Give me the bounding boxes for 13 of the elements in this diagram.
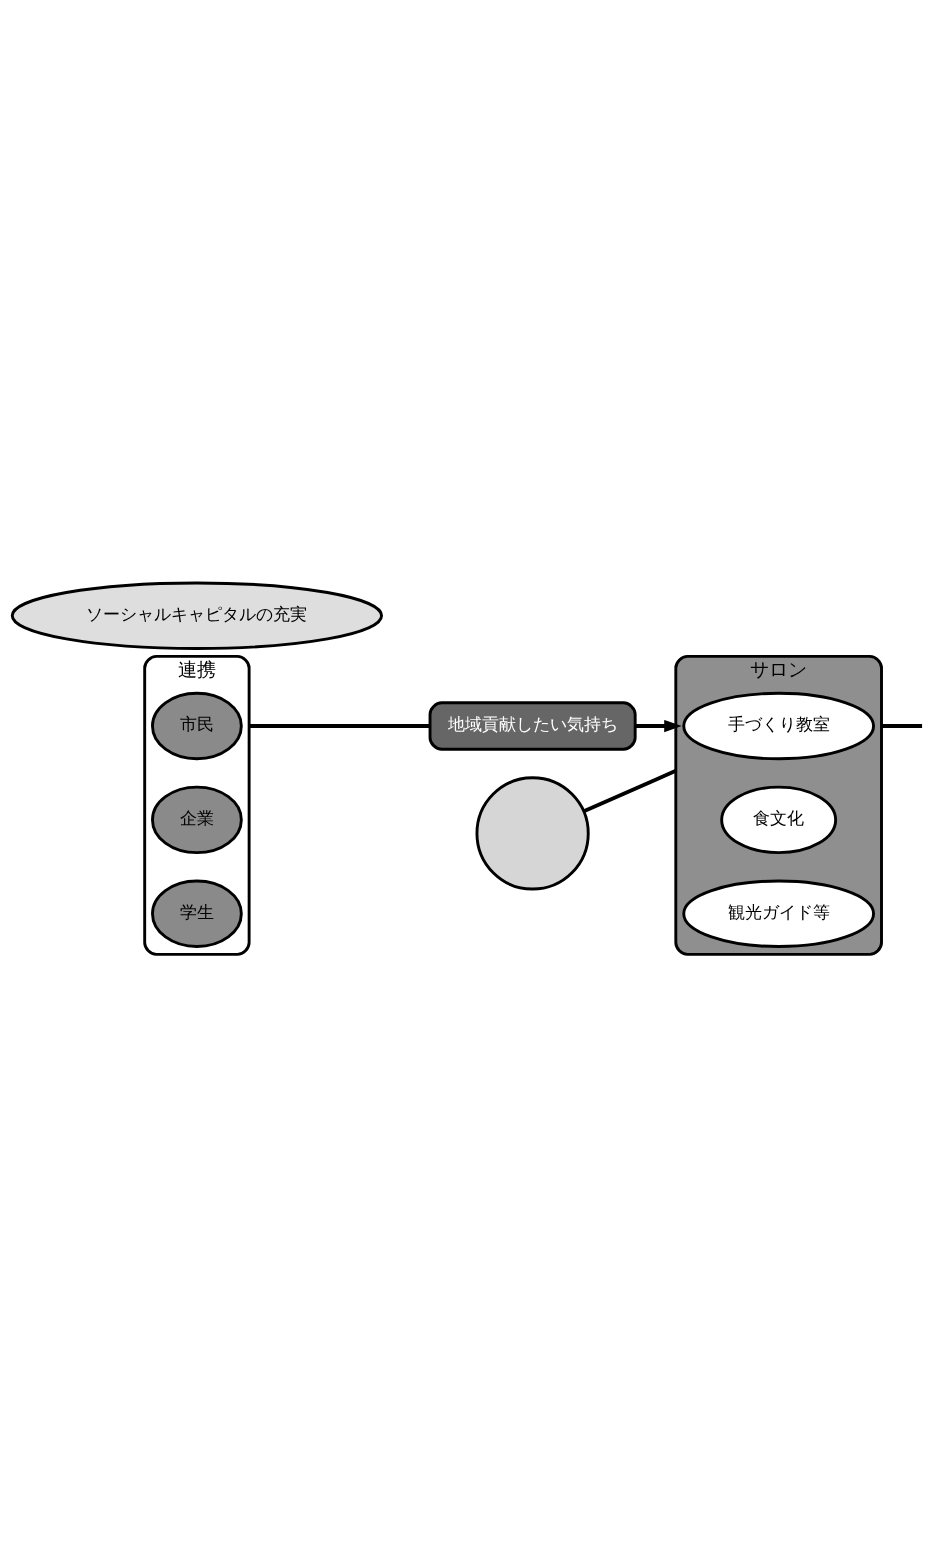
node-ellipse: 手づくり教室 [682,691,876,760]
connector [249,723,430,728]
node-ellipse: 学生 [151,879,243,948]
node-ellipse: ソーシャルキャピタルの充実 [10,580,383,650]
connector [881,723,923,728]
node-ellipse: 企業 [151,785,243,854]
node-box: 地域貢献したい気持ち [428,700,637,751]
connector [583,768,677,813]
node-ellipse: 観光ガイド等 [682,879,876,948]
node-circle [475,775,590,891]
arrow [635,719,682,732]
node-ellipse: 食文化 [720,785,838,854]
node-ellipse: 市民 [151,691,243,760]
